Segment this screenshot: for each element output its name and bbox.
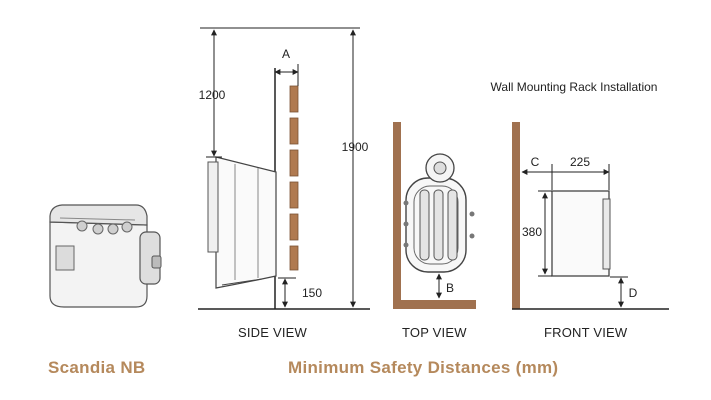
mounting-label: Wall Mounting Rack Installation xyxy=(491,80,658,94)
dim-d-label: D xyxy=(629,286,638,300)
dim-380-label: 380 xyxy=(522,225,542,239)
front-view-caption: FRONT VIEW xyxy=(544,325,628,340)
dim-b-label: B xyxy=(446,281,454,295)
dim-1200-label: 1200 xyxy=(199,88,226,102)
page-title: Minimum Safety Distances (mm) xyxy=(288,358,559,377)
dim-225-label: 225 xyxy=(570,155,590,169)
top-view: B xyxy=(393,122,476,309)
dim-a-label: A xyxy=(282,47,290,61)
dim-150-label: 150 xyxy=(302,286,322,300)
heater-illustration xyxy=(49,204,162,308)
dim-1900-label: 1900 xyxy=(342,140,369,154)
front-view: C 225 380 D xyxy=(512,122,669,310)
top-view-caption: TOP VIEW xyxy=(402,325,467,340)
product-name: Scandia NB xyxy=(48,358,146,377)
side-view-caption: SIDE VIEW xyxy=(238,325,307,340)
wall-wood-strips xyxy=(289,85,299,271)
side-view: A 1200 1900 150 xyxy=(198,27,370,310)
dim-c-label: C xyxy=(531,155,540,169)
